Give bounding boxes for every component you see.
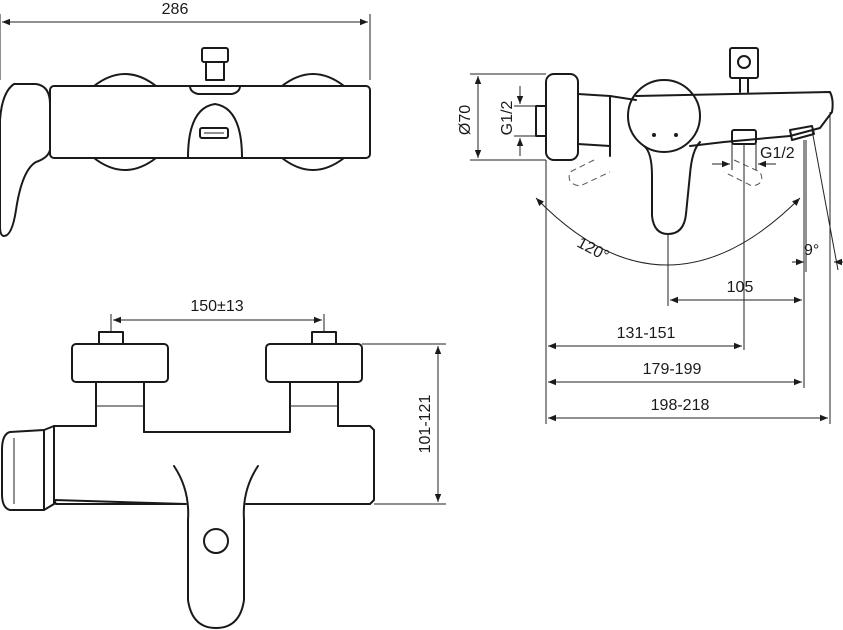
- dim-150-label: 150±13: [190, 298, 243, 315]
- side-spout: [635, 91, 834, 137]
- dim-d70-label: Ø70: [457, 105, 474, 135]
- dim-101-label: 101-121: [417, 395, 434, 454]
- front-inlet-right: [311, 331, 337, 345]
- dim-131-label: 131-151: [617, 325, 676, 342]
- top-diverter-cap: [201, 47, 229, 63]
- dim-g12-inlet-label: G1/2: [499, 101, 516, 136]
- front-inlet-left: [98, 331, 124, 345]
- front-view: 150±13 101-121: [1, 298, 446, 629]
- front-spout: [173, 465, 259, 629]
- side-inlet: [535, 105, 547, 137]
- top-lever: [0, 83, 51, 237]
- dim-9-label: 9°: [804, 242, 819, 259]
- front-lever: [1, 429, 45, 511]
- dim-105-label: 105: [727, 279, 754, 296]
- side-lever: [643, 141, 701, 235]
- side-rosette: [545, 73, 579, 161]
- top-rosette-right: [281, 73, 345, 87]
- dim-179-label: 179-199: [643, 361, 702, 378]
- top-rosette-left: [93, 73, 157, 87]
- top-body: [49, 85, 371, 159]
- dim-120-arc: [535, 197, 801, 266]
- front-rosette-right: [265, 343, 363, 383]
- top-view: 286: [0, 1, 371, 237]
- dim-120-label: 120°: [574, 235, 611, 266]
- front-body: [53, 425, 375, 505]
- dim-286-label: 286: [162, 1, 189, 18]
- top-outlet: [187, 103, 243, 159]
- side-lever-hub: [627, 79, 701, 153]
- side-view: 120° Ø70 G1/2 G1/2 9° 105 131-1: [457, 47, 843, 424]
- dim-g12-outlet-label: G1/2: [760, 145, 795, 162]
- front-outlet-hole: [203, 528, 229, 554]
- dim-198-label: 198-218: [651, 397, 710, 414]
- front-rosette-left: [71, 343, 169, 383]
- side-diverter: [729, 47, 759, 79]
